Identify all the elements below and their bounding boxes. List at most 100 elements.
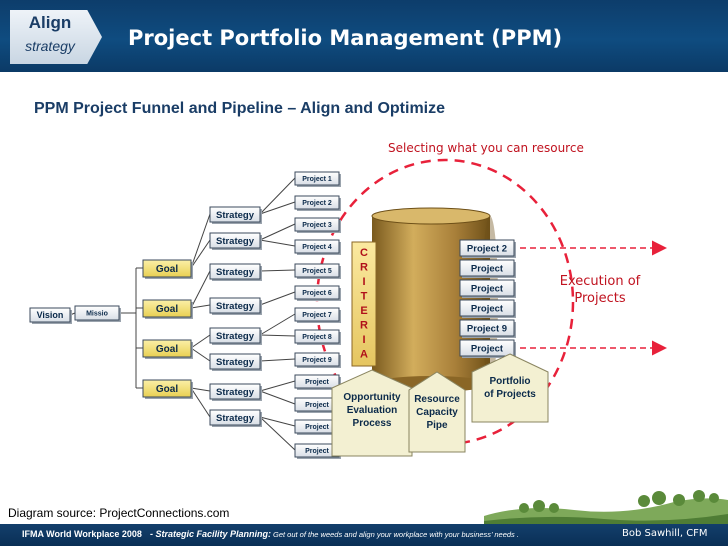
strategy-node-3-label: Strategy (216, 267, 255, 278)
strategy-node-2-label: Strategy (216, 236, 255, 247)
project-node-11: Project (294, 397, 341, 413)
project-node-9-label: Project 9 (302, 357, 332, 364)
output-project-4-label: Project (471, 303, 504, 314)
output-project-3: Project (459, 279, 516, 298)
house-portfolio-line-2: of Projects (484, 389, 536, 400)
goal-node-4: Goal (142, 379, 193, 399)
house-portfolio: Portfolio of Projects (471, 353, 549, 423)
vision-node: Vision (29, 307, 72, 324)
project-node-3: Project 3 (294, 217, 341, 233)
project-node-13: Project (294, 443, 341, 459)
strategy-node-5-label: Strategy (216, 331, 255, 342)
strategy-node-6-label: Strategy (216, 357, 255, 368)
vision-node-label: Vision (37, 310, 64, 320)
landscape-image (484, 486, 728, 526)
project-node-6-label: Project 6 (302, 290, 332, 297)
strategy-node-6: Strategy (209, 353, 262, 371)
criteria-letter-1: C (360, 247, 368, 259)
project-node-8: Project 8 (294, 329, 341, 345)
house-opportunity-line-2: Evaluation (347, 405, 398, 416)
page-title: Project Portfolio Management (PPM) (128, 26, 563, 50)
execution-label-line1: Execution of (560, 274, 641, 289)
project-node-9: Project 9 (294, 352, 341, 368)
project-node-6: Project 6 (294, 285, 341, 301)
goal-node-2-label: Goal (156, 304, 178, 315)
selecting-label: Selecting what you can resource (388, 141, 584, 155)
tab-label-strategy: strategy (25, 38, 75, 54)
project-node-12: Project (294, 419, 341, 435)
house-resource-line-3: Pipe (426, 420, 448, 431)
strategy-node-7: Strategy (209, 383, 262, 401)
project-node-4: Project 4 (294, 239, 341, 255)
align-strategy-tab[interactable]: Align strategy (10, 10, 102, 64)
output-project-2: Project (459, 259, 516, 278)
diagram-source: Diagram source: ProjectConnections.com (8, 506, 230, 520)
goal-node-1-label: Goal (156, 264, 178, 275)
criteria-letter-6: R (360, 320, 368, 332)
project-node-10-label: Project (305, 379, 329, 386)
project-node-7: Project 7 (294, 307, 341, 323)
project-node-2: Project 2 (294, 195, 341, 211)
project-node-13-label: Project (305, 448, 329, 455)
house-resource-line-1: Resource (414, 394, 460, 405)
project-node-10: Project (294, 374, 341, 390)
output-project-5: Project 9 (459, 319, 516, 338)
execution-label-line2: Projects (574, 291, 625, 306)
house-opportunity-line-3: Process (353, 418, 392, 429)
strategy-node-1: Strategy (209, 206, 262, 224)
strategy-node-2: Strategy (209, 232, 262, 250)
house-portfolio-line-1: Portfolio (489, 376, 530, 387)
goal-node-2: Goal (142, 299, 193, 319)
project-node-5: Project 5 (294, 263, 341, 279)
goal-node-1: Goal (142, 259, 193, 279)
output-project-6: Project (459, 339, 516, 358)
strategy-node-4: Strategy (209, 297, 262, 315)
diagram-subtitle: PPM Project Funnel and Pipeline – Align … (34, 100, 446, 117)
strategy-node-5: Strategy (209, 327, 262, 345)
criteria-letter-5: E (360, 305, 367, 317)
footer-tagline-rest: Get out of the weeds and align your work… (273, 530, 519, 539)
project-node-5-label: Project 5 (302, 268, 332, 275)
strategy-node-8-label: Strategy (216, 413, 255, 424)
output-project-5-label: Project 9 (467, 323, 507, 334)
criteria-letter-8: A (360, 349, 368, 361)
output-project-1: Project 2 (459, 239, 516, 258)
house-opportunity-line-1: Opportunity (343, 392, 401, 403)
project-node-7-label: Project 7 (302, 312, 332, 319)
footer-author: Bob Sawhill, CFM (622, 528, 708, 539)
footer-tagline: - Strategic Facility Planning: (150, 529, 272, 539)
execution-arrows (520, 240, 667, 356)
project-node-1-label: Project 1 (302, 176, 332, 183)
goal-node-3: Goal (142, 339, 193, 359)
footer-conference: IFMA World Workplace 2008 (22, 529, 142, 539)
tab-label-align: Align (28, 13, 72, 32)
project-node-3-label: Project 3 (302, 222, 332, 229)
footer-bar: IFMA World Workplace 2008 - Strategic Fa… (0, 524, 728, 546)
output-project-2-label: Project (471, 263, 504, 274)
strategy-node-7-label: Strategy (216, 387, 255, 398)
goal-node-3-label: Goal (156, 344, 178, 355)
project-node-11-label: Project (305, 402, 329, 409)
strategy-node-1-label: Strategy (216, 210, 255, 221)
output-project-6-label: Project (471, 343, 504, 354)
strategy-node-8: Strategy (209, 409, 262, 427)
project-node-2-label: Project 2 (302, 200, 332, 207)
strategy-node-4-label: Strategy (216, 301, 255, 312)
project-node-4-label: Project 4 (302, 244, 332, 251)
tree-connectors (69, 177, 296, 451)
goal-node-4-label: Goal (156, 384, 178, 395)
header-bar (0, 0, 728, 72)
project-node-1: Project 1 (294, 171, 341, 187)
criteria-letter-4: T (361, 291, 368, 303)
strategy-node-3: Strategy (209, 263, 262, 281)
output-project-3-label: Project (471, 283, 504, 294)
house-resource-line-2: Capacity (416, 407, 458, 418)
output-project-4: Project (459, 299, 516, 318)
project-node-8-label: Project 8 (302, 334, 332, 341)
project-node-12-label: Project (305, 424, 329, 431)
output-project-1-label: Project 2 (467, 243, 507, 254)
criteria-letter-2: R (360, 262, 368, 274)
